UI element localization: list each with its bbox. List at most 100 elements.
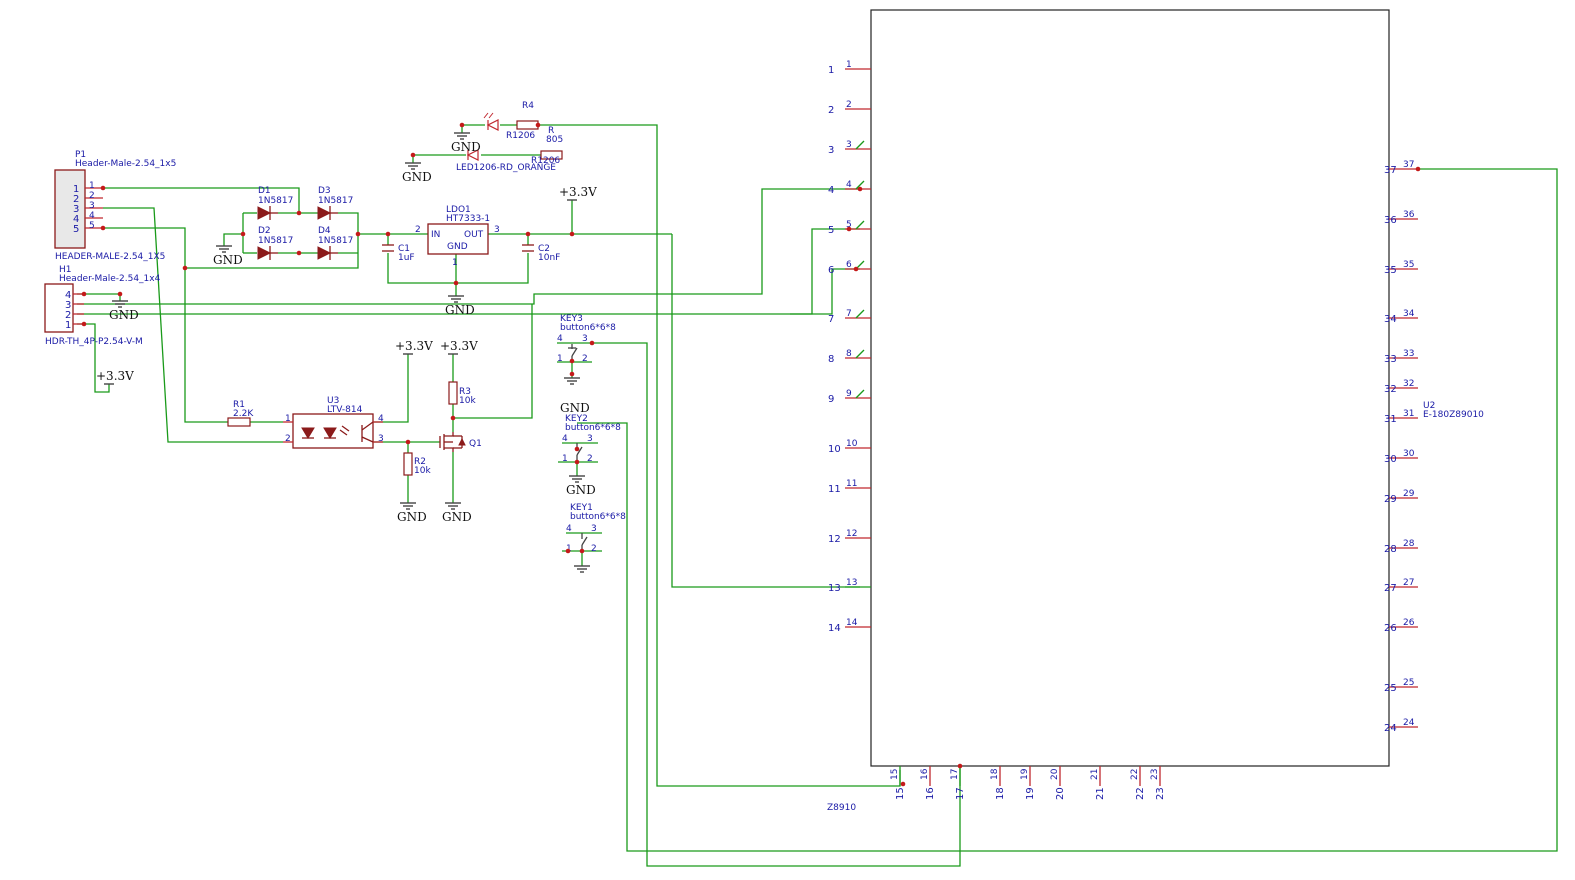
optocoupler-u3: 1 2 3 4 U3 LTV-814 xyxy=(283,396,384,449)
resistor-r3: R3 10k xyxy=(448,381,476,406)
u2-pin-number: 11 xyxy=(828,484,841,495)
key3-pin-2: 2 xyxy=(582,354,588,364)
u2-pin-number: 36 xyxy=(1384,215,1397,226)
h1-ref: H1 xyxy=(59,265,72,275)
gnd-label: GND xyxy=(397,510,427,524)
gnd-symbol: GND xyxy=(109,300,139,322)
u2-pin-label: 16 xyxy=(920,768,930,780)
d3-ref: D3 xyxy=(318,186,331,196)
ldo1-pin-out: 3 xyxy=(494,225,500,235)
u2-pin-number: 13 xyxy=(828,583,841,594)
u2-pin-number: 28 xyxy=(1384,544,1397,555)
p1-pin-3-label: 3 xyxy=(89,201,95,211)
vcc-symbol: +3.3V xyxy=(559,185,597,201)
key2-button: KEY2 button6*6*8 4 3 1 2 xyxy=(562,414,621,464)
p1-footprint: HEADER-MALE-2.54_1X5 xyxy=(55,252,165,262)
u2-pin-label: 10 xyxy=(846,439,858,449)
h1-value: Header-Male-2.54_1x4 xyxy=(59,274,161,284)
p1-value: Header-Male-2.54_1x5 xyxy=(75,159,176,169)
gnd-label: GND xyxy=(109,308,139,322)
u2-pin-number: 35 xyxy=(1384,265,1397,276)
key1-value: button6*6*8 xyxy=(570,512,626,522)
ldo1-value: HT7333-1 xyxy=(446,214,490,224)
gnd-label: GND xyxy=(451,140,481,154)
u2-pin-label: 21 xyxy=(1090,769,1100,780)
gnd-symbol: GND xyxy=(402,162,432,184)
u2-body xyxy=(870,9,1390,767)
p1-pin-2-label: 2 xyxy=(89,191,95,201)
c2-ref: C2 xyxy=(538,244,550,254)
p1-pin-4: 4 xyxy=(73,214,79,225)
vcc-symbol: +3.3V xyxy=(395,339,433,355)
u2-pin-number: 2 xyxy=(828,105,834,116)
u2-pin-number: 22 xyxy=(1135,787,1146,800)
gnd-symbol xyxy=(564,377,580,385)
u2-pin-label: 15 xyxy=(890,769,900,780)
diode-d1: D1 1N5817 xyxy=(257,186,293,220)
u2-pin-number: 1 xyxy=(828,65,834,76)
u3-value: LTV-814 xyxy=(327,405,363,415)
u2-pin-number: 14 xyxy=(828,623,841,634)
u2-pin-label: 4 xyxy=(846,180,852,190)
diode-d3: D3 1N5817 xyxy=(317,186,353,220)
u2-pin-label: 28 xyxy=(1403,539,1415,549)
u2-pin-label: 23 xyxy=(1150,769,1160,780)
u2-pin-label: 2 xyxy=(846,100,852,110)
ldo1-out-label: OUT xyxy=(464,230,484,240)
u2-pin-number: 6 xyxy=(828,265,834,276)
u2-pin-label: 18 xyxy=(990,768,1000,780)
vcc-label: +3.3V xyxy=(96,369,134,383)
u2-pin-number: 3 xyxy=(828,145,834,156)
key1-button: KEY1 button6*6*8 4 3 1 2 xyxy=(566,503,626,554)
key3-pin-4: 4 xyxy=(557,334,563,344)
h1-pin-1: 1 xyxy=(65,320,71,331)
gnd-symbol: GND xyxy=(451,132,481,154)
key1-pin-2: 2 xyxy=(591,544,597,554)
u2-pin-label: 5 xyxy=(846,220,852,230)
u2-pin-number: 10 xyxy=(828,444,841,455)
u2-pin-number: 19 xyxy=(1025,787,1036,800)
r2-ref: R2 xyxy=(414,457,426,467)
key2-pin-4: 4 xyxy=(562,434,568,444)
d4-ref: D4 xyxy=(318,226,331,236)
r-value: 805 xyxy=(546,135,563,145)
u2-pin-number: 24 xyxy=(1384,723,1397,734)
key2-ref: KEY2 xyxy=(565,414,588,424)
resistor-r2: R2 10k xyxy=(403,452,431,476)
u2-pin-number: 26 xyxy=(1384,623,1397,634)
vcc-symbol: +3.3V xyxy=(440,339,478,355)
capacitor-c2: C2 10nF xyxy=(522,244,560,263)
u2-pin-number: 30 xyxy=(1384,454,1397,465)
key3-pin-1: 1 xyxy=(557,354,563,364)
u3-pin-2: 2 xyxy=(285,434,291,444)
u2-pin-number: 12 xyxy=(828,534,841,545)
ldo1-gnd-label: GND xyxy=(447,242,468,252)
u2-pin-label: 34 xyxy=(1403,309,1415,319)
u2-pin-number: 8 xyxy=(828,354,834,365)
junctions xyxy=(81,122,1421,787)
u2-pin-number: 33 xyxy=(1384,354,1397,365)
gnd-symbol: GND xyxy=(442,502,472,524)
p1-header: 1 2 3 4 5 1 2 3 4 5 P1 Header-Male-2.54_… xyxy=(54,150,176,262)
u2-pin-number: 32 xyxy=(1384,384,1397,395)
q1-ref: Q1 xyxy=(469,439,482,449)
h1-pin-3: 3 xyxy=(65,300,71,311)
u2-pin-number: 34 xyxy=(1384,314,1397,325)
gnd-label: GND xyxy=(560,401,590,415)
key2-value: button6*6*8 xyxy=(565,423,621,433)
u2-pin-label: 6 xyxy=(846,260,852,270)
u2-pin-label: 37 xyxy=(1403,160,1414,170)
gnd-label: GND xyxy=(402,170,432,184)
u2-module-name: Z8910 xyxy=(827,803,856,813)
led-value: LED1206-RD_ORANGE xyxy=(456,163,556,173)
u2-pin-number: 17 xyxy=(955,787,966,800)
gnd-label: GND xyxy=(445,303,475,317)
u2-pin-label: 30 xyxy=(1403,449,1415,459)
u2-pin-label: 27 xyxy=(1403,578,1414,588)
p1-pin-1: 1 xyxy=(73,184,79,195)
key3-button: KEY3 button6*6*8 4 3 1 2 xyxy=(557,314,616,364)
